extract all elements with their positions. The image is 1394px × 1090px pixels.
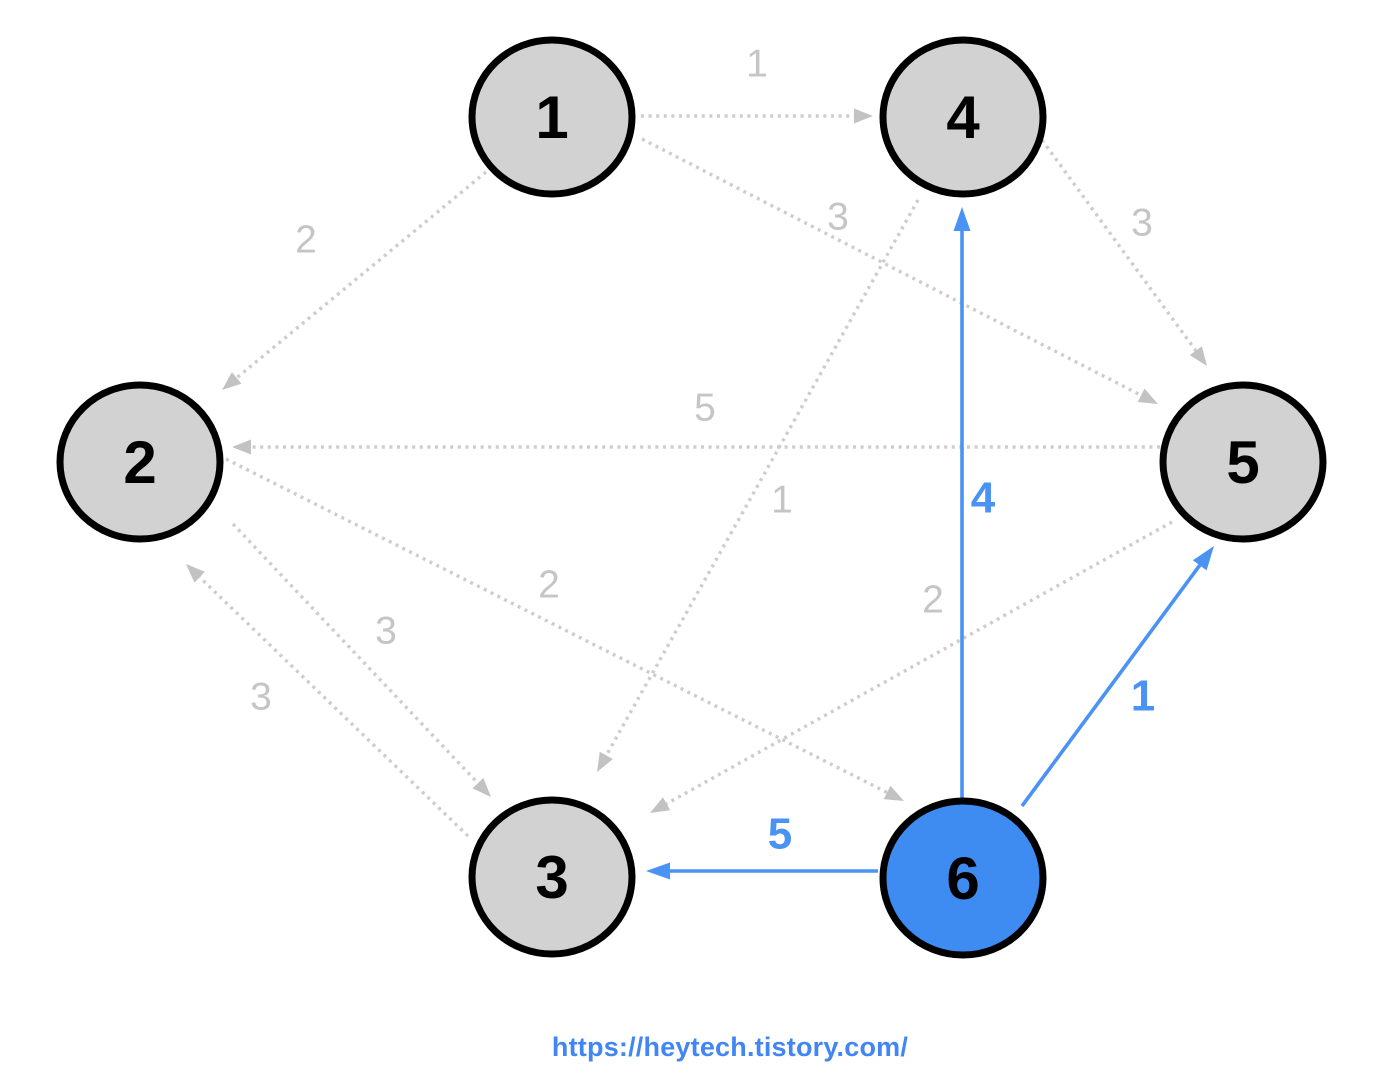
node-6-label: 6 (946, 845, 979, 912)
node-3-circle (468, 796, 636, 958)
edge-weight-5-3: 2 (922, 579, 944, 622)
node-1-circle (468, 36, 636, 198)
edge-weight-4-5: 3 (1131, 202, 1153, 245)
arrowhead-6-3 (646, 862, 670, 880)
node-5-label: 5 (1226, 429, 1259, 496)
node-2-circle (56, 381, 224, 543)
edge-6-5 (1020, 561, 1204, 808)
edge-weight-1-5: 3 (827, 196, 849, 239)
arrowhead-6-5 (1192, 546, 1214, 571)
edge-weight-6-4: 4 (971, 474, 996, 523)
edge-weights-layer: 1 2 3 3 1 5 2 2 3 3 4 1 5 (250, 43, 1155, 859)
node-1: 1 (468, 36, 636, 198)
edge-2-3 (231, 522, 482, 788)
arrowhead-3-2 (186, 564, 205, 583)
edge-weight-6-5: 1 (1131, 672, 1155, 721)
edge-4-5 (1040, 138, 1200, 355)
edge-weight-1-2: 2 (295, 219, 317, 262)
edges-layer (186, 108, 1214, 880)
edge-weight-2-3: 3 (375, 610, 397, 653)
edge-2-6 (225, 457, 892, 796)
footer-url: https://heytech.tistory.com/ (551, 1032, 909, 1062)
node-5-circle (1159, 381, 1327, 543)
node-6: 6 (879, 797, 1047, 959)
node-2-label: 2 (123, 429, 156, 496)
arrowhead-5-3 (650, 797, 671, 813)
arrowhead-1-5 (1137, 388, 1158, 404)
edge-weight-1-4: 1 (746, 43, 768, 86)
node-6-circle (879, 797, 1047, 959)
edge-weight-6-3: 5 (768, 810, 792, 859)
edge-5-3 (662, 520, 1173, 808)
node-4-circle (879, 36, 1047, 198)
edge-1-5 (641, 137, 1146, 399)
node-4-label: 4 (946, 84, 980, 151)
node-2: 2 (56, 381, 224, 543)
arrowhead-4-5 (1189, 346, 1207, 366)
arrowhead-1-4 (854, 108, 873, 124)
edge-4-3 (602, 199, 920, 760)
node-3: 3 (468, 796, 636, 958)
node-1-label: 1 (535, 84, 568, 151)
edge-weight-4-3: 1 (771, 479, 793, 522)
arrowhead-5-2 (232, 439, 251, 455)
arrowhead-2-6 (883, 785, 904, 801)
edge-3-2 (195, 573, 470, 838)
nodes-layer: 1 2 3 4 5 6 (56, 36, 1327, 959)
edge-weight-5-2: 5 (694, 387, 716, 430)
edge-1-2 (232, 170, 488, 382)
arrowhead-2-3 (472, 778, 491, 797)
node-3-label: 3 (535, 844, 568, 911)
edge-weight-2-6: 2 (538, 564, 560, 607)
node-5: 5 (1159, 381, 1327, 543)
edge-weight-3-2: 3 (250, 676, 272, 719)
arrowhead-6-4 (953, 207, 971, 231)
arrowhead-1-2 (222, 372, 242, 390)
arrowhead-4-3 (597, 751, 613, 772)
node-4: 4 (879, 36, 1047, 198)
